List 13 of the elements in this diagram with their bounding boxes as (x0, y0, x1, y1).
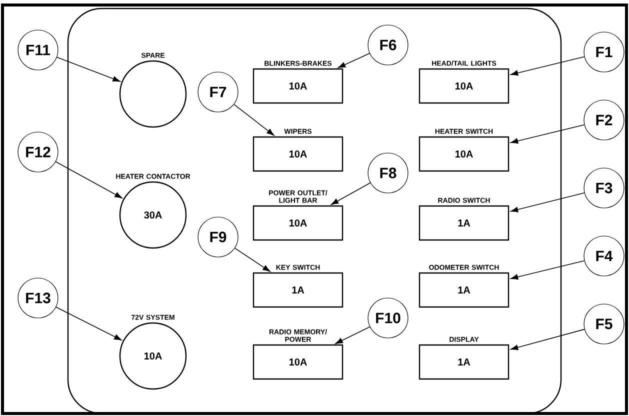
arrow (234, 104, 274, 136)
arrow (510, 260, 585, 280)
arrow (56, 56, 120, 82)
arrow (510, 124, 585, 144)
arrow (510, 56, 585, 76)
arrow (335, 326, 370, 344)
arrow (55, 161, 122, 198)
arrow (56, 306, 122, 340)
arrow (330, 182, 371, 205)
arrow (234, 248, 270, 272)
arrow (338, 53, 370, 68)
arrow (510, 192, 585, 212)
arrow (510, 328, 585, 350)
